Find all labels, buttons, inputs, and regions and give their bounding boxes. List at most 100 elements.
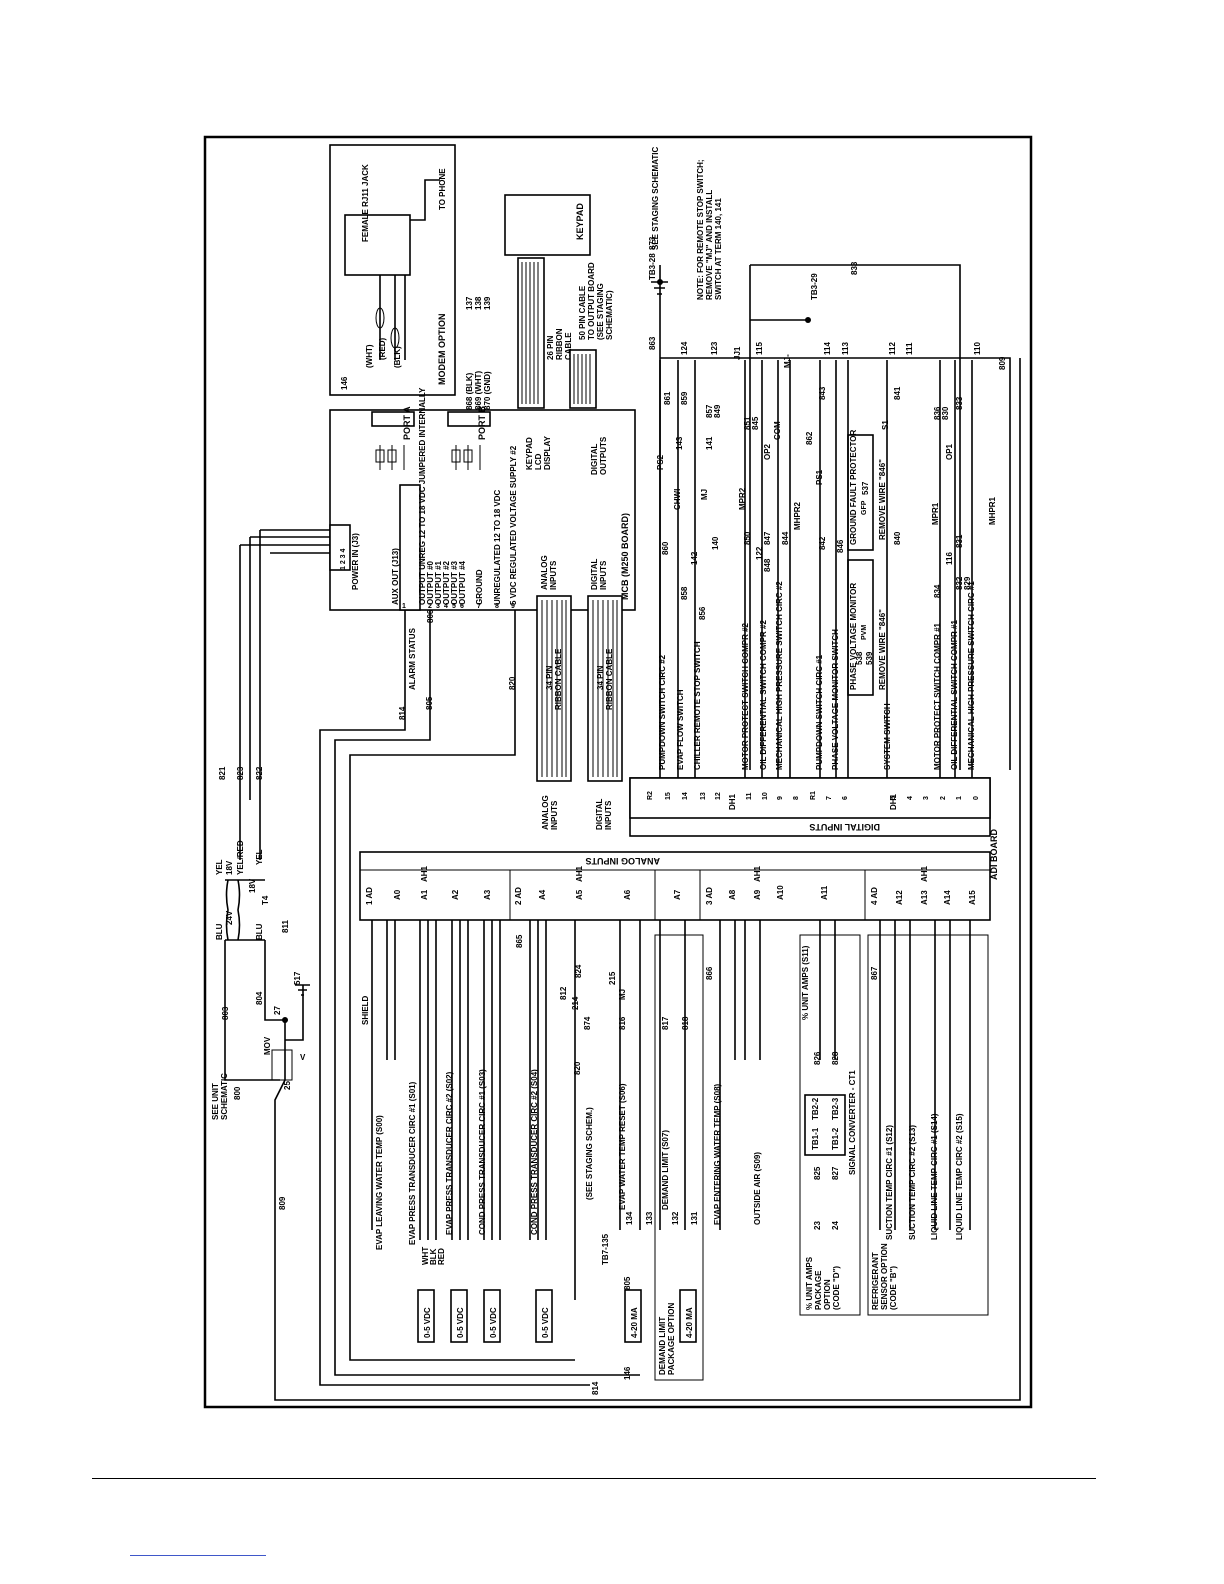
svg-text:REMOVE WIRE "846": REMOVE WIRE "846" — [878, 609, 887, 690]
svg-text:869 (WHT): 869 (WHT) — [474, 371, 483, 410]
port-a-connector — [371, 411, 415, 427]
svg-text:850: 850 — [743, 531, 752, 545]
svg-text:1: 1 — [402, 603, 406, 610]
svg-text:814: 814 — [398, 706, 407, 720]
svg-text:133: 133 — [645, 1211, 654, 1225]
svg-text:OIL DIFFERENTIAL SWITCH COMPR: OIL DIFFERENTIAL SWITCH COMPR #2 — [759, 620, 768, 770]
svg-text:34 PIN: 34 PIN — [596, 665, 605, 690]
mcb-box — [329, 409, 636, 611]
svg-text:SWITCH AT TERM 140, 141: SWITCH AT TERM 140, 141 — [714, 198, 723, 300]
svg-text:MJ: MJ — [618, 989, 627, 1000]
svg-text:REMOVE WIRE "846": REMOVE WIRE "846" — [878, 459, 887, 540]
svg-text:143: 143 — [675, 436, 684, 450]
svg-text:0-5 VDC: 0-5 VDC — [423, 1307, 432, 1338]
svg-text:A13: A13 — [920, 890, 929, 905]
svg-text:OUTPUT #0: OUTPUT #0 — [426, 560, 435, 605]
svg-text:OUTPUT #3: OUTPUT #3 — [450, 560, 459, 605]
svg-text:OUTPUT #2: OUTPUT #2 — [442, 560, 451, 605]
svg-text:857: 857 — [705, 404, 714, 418]
svg-text:MPR2: MPR2 — [738, 487, 747, 510]
svg-text:OP2: OP2 — [763, 443, 772, 460]
svg-text:GFP: GFP — [861, 500, 868, 515]
ai-wire-labels: 805 814 146 820 874 865 866 867 812 824 … — [515, 934, 879, 1395]
svg-text:110: 110 — [973, 342, 982, 355]
svg-text:JJ1: JJ1 — [733, 346, 742, 360]
port-b-connector — [447, 411, 491, 427]
svg-text:MOTOR PROTECT SWITCH COMPR #1: MOTOR PROTECT SWITCH COMPR #1 — [933, 622, 942, 770]
svg-text:823: 823 — [236, 766, 245, 780]
keypad-label: KEYPAD — [575, 203, 585, 240]
svg-text:0: 0 — [973, 796, 980, 800]
svg-text:A1: A1 — [420, 889, 429, 900]
svg-text:OUTPUT #1: OUTPUT #1 — [434, 560, 443, 605]
svg-text:EVAP PRESS TRANSDUCER CIRC #1: EVAP PRESS TRANSDUCER CIRC #1 (S01) — [408, 1081, 417, 1245]
svg-text:123: 123 — [710, 341, 719, 355]
analog-inputs-strip — [359, 851, 991, 921]
svg-text:146: 146 — [623, 1366, 632, 1380]
svg-text:818: 818 — [681, 1016, 690, 1030]
svg-text:% UNIT AMPS: % UNIT AMPS — [805, 1256, 814, 1310]
svg-text:PHASE VOLTAGE MONITOR: PHASE VOLTAGE MONITOR — [849, 583, 858, 690]
svg-text:27: 27 — [273, 1006, 282, 1015]
svg-text:5 VDC REGULATED VOLTAGE SUPPLY: 5 VDC REGULATED VOLTAGE SUPPLY #2 — [509, 445, 518, 605]
digital-ribbon — [587, 595, 623, 782]
svg-text:EVAP ENTERING WATER TEMP (S08): EVAP ENTERING WATER TEMP (S08) — [713, 1083, 722, 1225]
svg-text:830: 830 — [941, 406, 950, 420]
svg-text:SCHEMATIC): SCHEMATIC) — [605, 290, 614, 340]
svg-text:OUTPUT #4: OUTPUT #4 — [458, 560, 467, 605]
svg-text:A5: A5 — [575, 889, 584, 900]
svg-text:AH1: AH1 — [420, 865, 429, 882]
svg-text:WHT: WHT — [421, 1247, 430, 1265]
svg-text:CABLE: CABLE — [564, 332, 573, 360]
svg-text:846: 846 — [836, 539, 845, 553]
svg-text:BLU: BLU — [255, 923, 264, 940]
analog-sensors-right: EVAP ENTERING WATER TEMP (S08) OUTSIDE A… — [713, 934, 989, 1316]
svg-text:CHWI: CHWI — [673, 489, 682, 510]
port-b-label: PORT B — [477, 405, 487, 440]
svg-text:836: 836 — [933, 406, 942, 420]
svg-text:2: 2 — [428, 603, 432, 610]
svg-text:141: 141 — [705, 436, 714, 450]
svg-text:DIGITAL: DIGITAL — [590, 558, 599, 590]
svg-text:15: 15 — [665, 792, 672, 800]
svg-text:2 AD: 2 AD — [514, 887, 523, 905]
svg-text:826: 826 — [813, 1051, 822, 1065]
keypad: KEYPAD 26 PIN RIBBON CABLE — [504, 194, 591, 409]
svg-text:RED: RED — [437, 1248, 446, 1265]
svg-text:137: 137 — [465, 296, 474, 310]
svg-text:0-5 VDC: 0-5 VDC — [489, 1307, 498, 1338]
svg-text:865: 865 — [515, 934, 524, 948]
svg-text:842: 842 — [818, 536, 827, 550]
mcb-title: MCB (M250 BOARD) — [620, 513, 630, 600]
ai-channel-labels: 1 AD A0 A1 AH1 A2 A3 2 AD A4 A5 AH1 A6 A… — [365, 865, 977, 905]
svg-text:RIBBON CABLE: RIBBON CABLE — [554, 648, 563, 710]
svg-text:800: 800 — [233, 1086, 242, 1100]
svg-text:866: 866 — [705, 966, 714, 980]
svg-text:(CODE "B"): (CODE "B") — [889, 1266, 898, 1310]
svg-text:8: 8 — [495, 603, 499, 610]
svg-text:AH1: AH1 — [920, 865, 929, 882]
svg-text:3: 3 — [923, 796, 930, 800]
svg-text:OPTION: OPTION — [823, 1279, 832, 1310]
svg-text:6: 6 — [460, 603, 464, 610]
svg-text:827: 827 — [831, 1166, 840, 1180]
svg-text:TB2-3: TB2-3 — [831, 1097, 840, 1120]
svg-text:834: 834 — [933, 584, 942, 598]
svg-text:134: 134 — [625, 1211, 634, 1225]
aux-out-label: AUX OUT (J13) — [391, 548, 400, 605]
svg-text:538: 538 — [855, 651, 864, 665]
analog-inputs-board: ANALOG INPUTS ADI BOARD 1 AD A0 A1 AH1 A… — [359, 829, 999, 1300]
svg-text:9: 9 — [777, 796, 784, 800]
svg-text:844: 844 — [781, 531, 790, 545]
di-terminals: R2 15 14 13 12 11 10 9 8 R1 7 6 5 4 3 2 … — [647, 791, 980, 800]
vdc-s01 — [417, 1289, 435, 1343]
svg-text:124: 124 — [680, 341, 689, 355]
svg-text:OP1: OP1 — [945, 443, 954, 460]
svg-text:EVAP PRESS TRANSDUCER CIRC #2: EVAP PRESS TRANSDUCER CIRC #2 (S02) — [445, 1071, 454, 1235]
svg-text:MECHANICAL HIGH PRESSURE SWITC: MECHANICAL HIGH PRESSURE SWITCH CIRC #2 — [775, 581, 784, 770]
svg-text:1: 1 — [956, 796, 963, 800]
svg-text:GROUND FAULT PROTECTOR: GROUND FAULT PROTECTOR — [849, 430, 858, 545]
svg-text:804: 804 — [255, 991, 264, 1005]
ribbon-cables: 34 PIN RIBBON CABLE 34 PIN RIBBON CABLE … — [536, 595, 623, 830]
power-in-label: POWER IN (J3) — [351, 533, 360, 590]
